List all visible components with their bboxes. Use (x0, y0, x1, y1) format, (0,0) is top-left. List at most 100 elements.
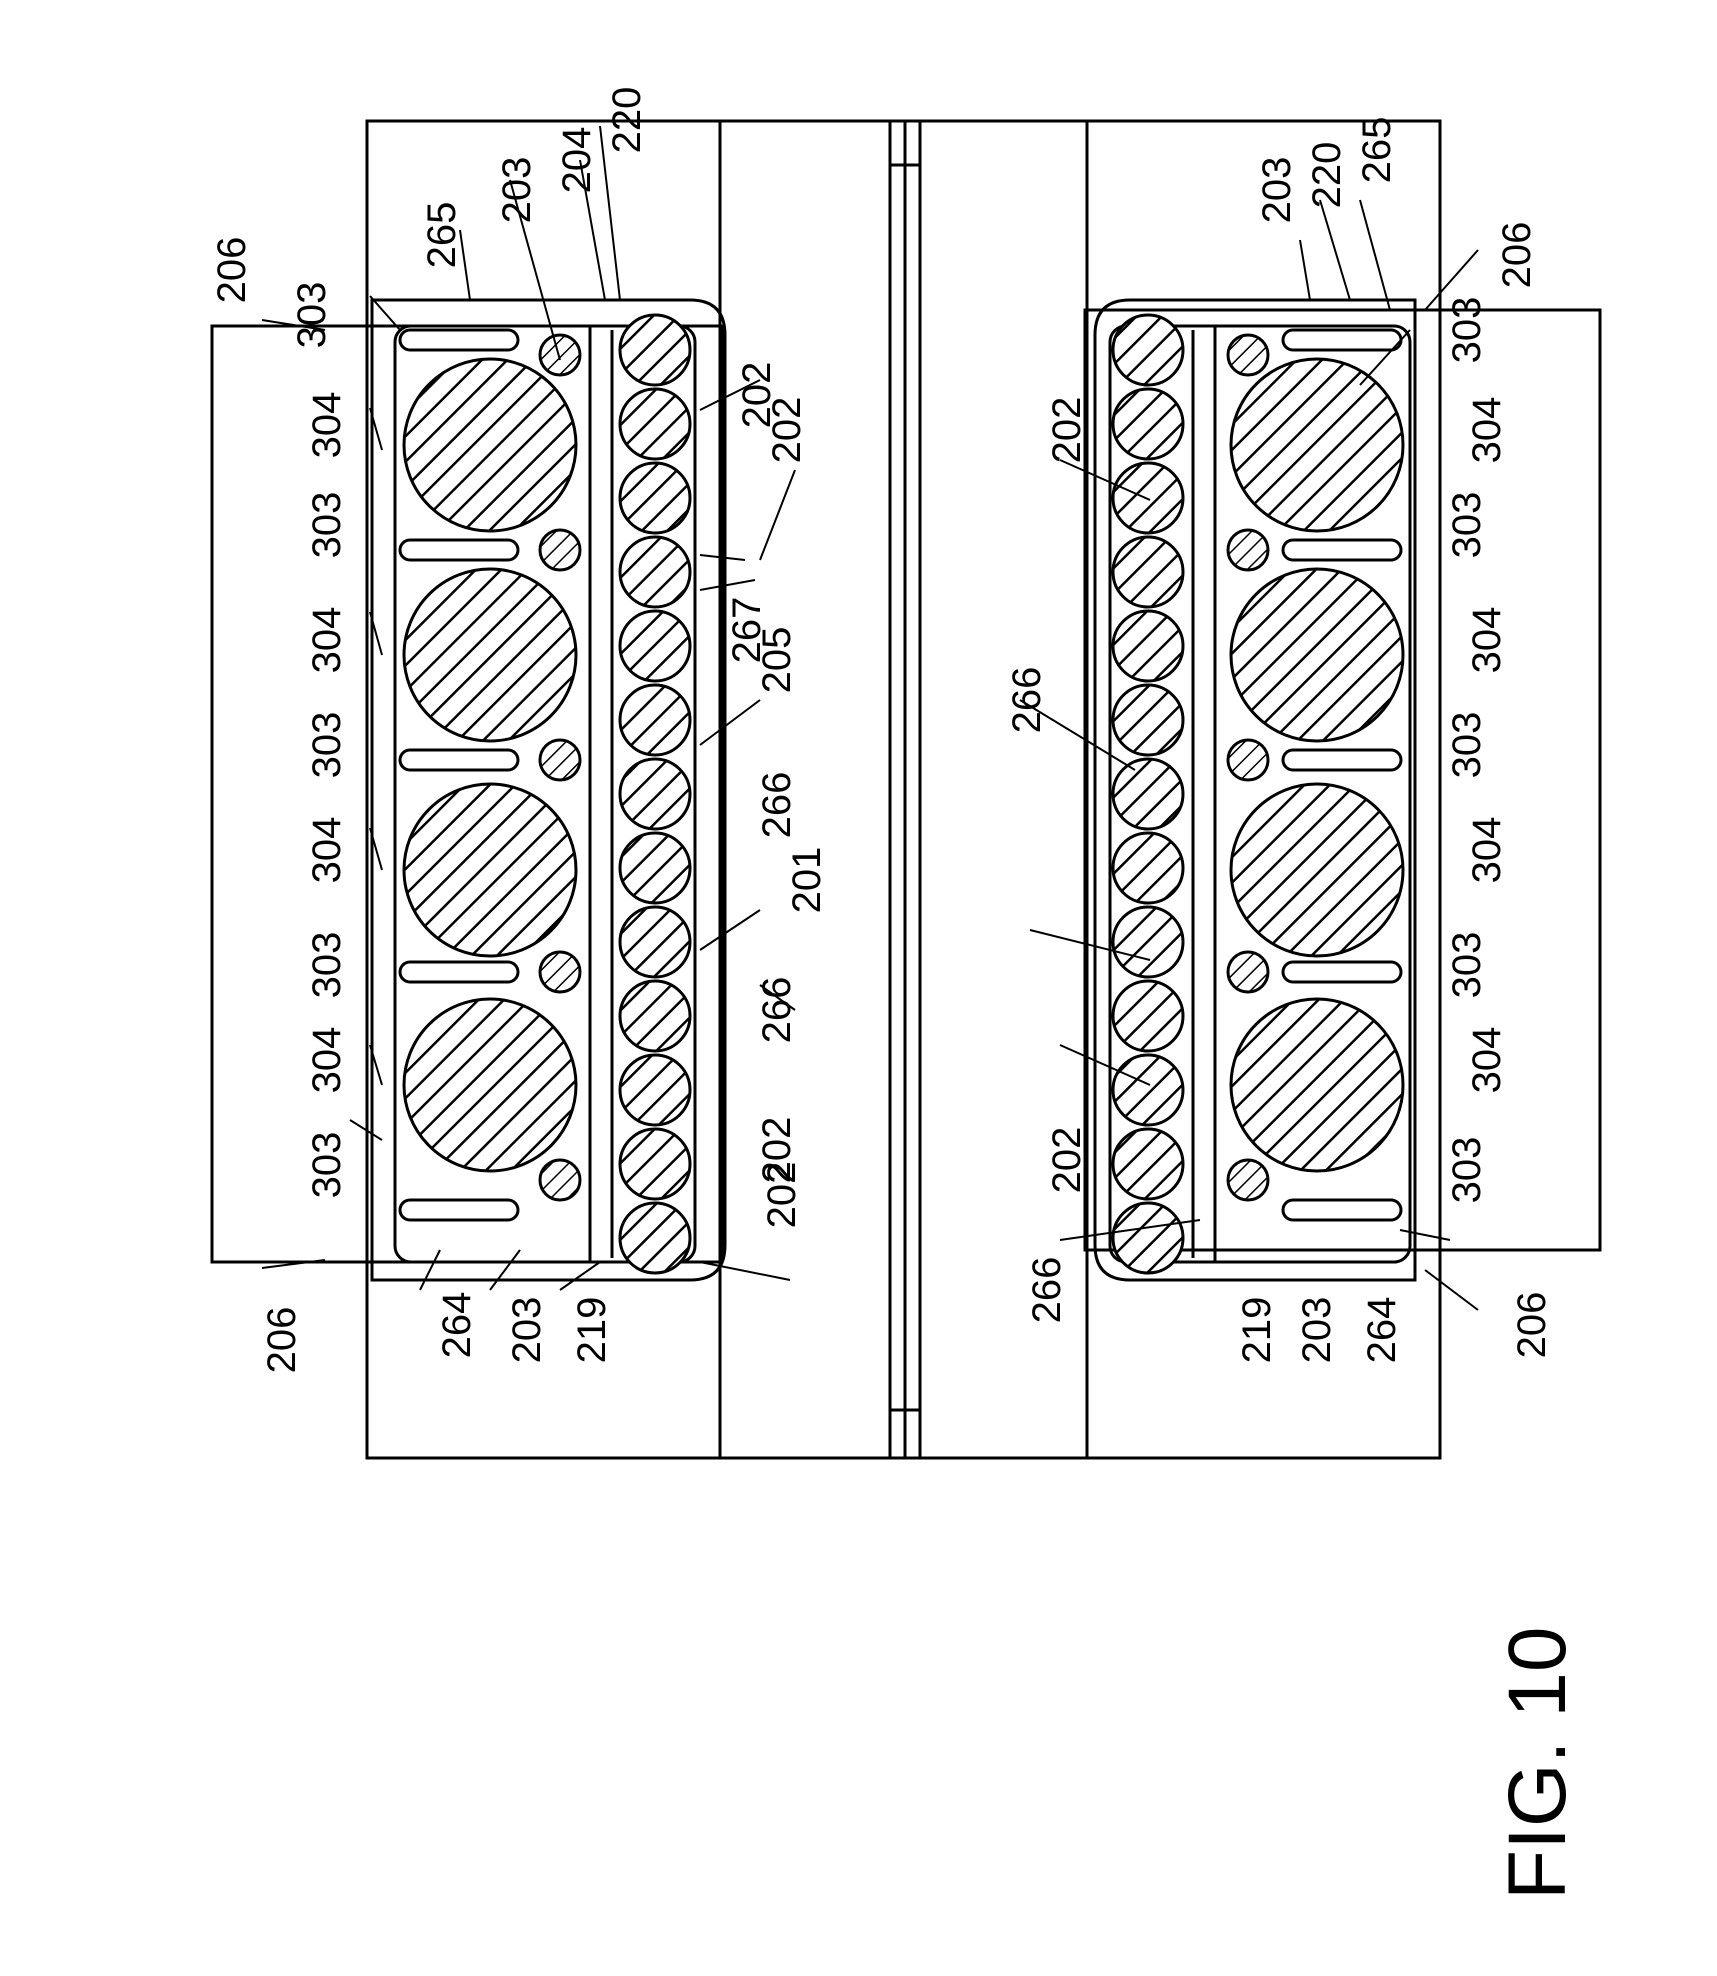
leader-line-15 (699, 379, 761, 411)
spacer-ball-top-4 (538, 950, 582, 994)
large-roller-bottom-2 (1229, 567, 1405, 743)
needle-roller-bottom-1 (1111, 313, 1185, 387)
separator-finger-bottom-3 (1281, 748, 1403, 772)
ref-label-264: 264 (435, 1292, 479, 1359)
ref-label-202f: 202 (1045, 1127, 1089, 1194)
needle-roller-bottom-8 (1111, 831, 1185, 905)
leader-line-29 (1299, 239, 1311, 301)
leader-line-14 (759, 984, 796, 1011)
needle-roller-bottom-11 (1111, 1053, 1185, 1127)
needle-roller-bottom-4 (1111, 535, 1185, 609)
needle-roller-top-12 (618, 1127, 692, 1201)
large-roller-bottom-1 (1229, 357, 1405, 533)
needle-roller-top-4 (618, 535, 692, 609)
ref-label-265b: 265 (1355, 117, 1399, 184)
ref-label-219: 219 (570, 1297, 614, 1364)
leader-line-17 (699, 579, 756, 591)
needle-roller-top-11 (618, 1053, 692, 1127)
ref-label-202c: 202 (755, 1117, 799, 1184)
ref-label-303c: 303 (305, 712, 349, 779)
needle-roller-top-13 (618, 1201, 692, 1275)
separator-finger-bottom-5 (1281, 1198, 1403, 1222)
ref-label-203c: 203 (1255, 157, 1299, 224)
large-roller-bottom-3 (1229, 782, 1405, 958)
leader-line-32 (1424, 249, 1479, 311)
ref-label-266d: 266 (1025, 1257, 1069, 1324)
leader-line-9 (459, 229, 471, 301)
leader-line-5 (369, 827, 383, 871)
ref-label-267: 267 (725, 597, 769, 664)
large-roller-top-3 (402, 782, 578, 958)
bearing-cage-bottom (1108, 324, 1412, 1264)
separator-finger-top-2 (398, 538, 520, 562)
ref-label-304a: 304 (305, 1027, 349, 1094)
spacer-ball-bottom-5 (1226, 1158, 1270, 1202)
ref-label-202e: 202 (1045, 397, 1089, 464)
ref-label-202a: 202 (765, 397, 809, 464)
leader-line-19 (699, 909, 761, 951)
needle-roller-bottom-12 (1111, 1127, 1185, 1201)
needle-roller-top-10 (618, 979, 692, 1053)
leader-line-35 (1359, 329, 1411, 386)
spacer-ball-bottom-3 (1226, 738, 1270, 782)
bearing-cage-top (393, 324, 697, 1264)
leader-line-16 (699, 554, 746, 561)
ref-label-304f: 304 (1465, 607, 1509, 674)
separator-finger-top-4 (398, 960, 520, 984)
spacer-ball-top-2 (538, 528, 582, 572)
needle-roller-top-5 (618, 609, 692, 683)
leader-line-4 (369, 611, 383, 656)
leader-line-2 (261, 319, 326, 331)
ref-label-266b: 266 (755, 977, 799, 1044)
spacer-ball-bottom-2 (1226, 528, 1270, 572)
needle-roller-bottom-5 (1111, 609, 1185, 683)
ref-label-303e: 303 (290, 282, 334, 349)
leader-line-24 (1059, 459, 1151, 501)
ring-flange-top (370, 298, 727, 1282)
leader-line-31 (1359, 199, 1391, 311)
ref-label-303f: 303 (1445, 297, 1489, 364)
needle-roller-top-3 (618, 461, 692, 535)
large-roller-bottom-4 (1229, 997, 1405, 1173)
ref-label-303g: 303 (1445, 492, 1489, 559)
leader-line-10 (509, 179, 561, 361)
leader-line-12 (599, 125, 621, 301)
leader-line-28 (1059, 1219, 1201, 1241)
leader-line-22 (489, 1249, 521, 1291)
ref-label-303j: 303 (1445, 1137, 1489, 1204)
needle-roller-top-9 (618, 905, 692, 979)
ref-label-201: 201 (785, 847, 829, 914)
ref-label-303d: 303 (305, 492, 349, 559)
spacer-ball-bottom-4 (1226, 950, 1270, 994)
spacer-ball-bottom-1 (1226, 333, 1270, 377)
needle-roller-top-7 (618, 757, 692, 831)
spacer-ball-top-5 (538, 1158, 582, 1202)
ref-label-203a: 203 (495, 157, 539, 224)
ref-label-206a: 206 (260, 1307, 304, 1374)
ref-label-266a: 266 (755, 772, 799, 839)
needle-roller-bottom-3 (1111, 461, 1185, 535)
ring-flange-bottom (1093, 298, 1417, 1282)
leader-line-6 (369, 1044, 383, 1086)
leader-line-23 (559, 1261, 601, 1291)
ref-label-204: 204 (555, 127, 599, 194)
ref-label-266c: 266 (1005, 667, 1049, 734)
load-plate-bottom (1083, 308, 1602, 1252)
leader-line-34 (1399, 1229, 1451, 1241)
separator-finger-top-5 (398, 1198, 520, 1222)
ref-label-304b: 304 (305, 817, 349, 884)
ref-label-304h: 304 (1465, 1027, 1509, 1094)
ref-label-304g: 304 (1465, 817, 1509, 884)
ref-label-205: 205 (755, 627, 799, 694)
ref-label-203d: 203 (1295, 1297, 1339, 1364)
leader-line-8 (369, 295, 401, 331)
leader-line-3 (369, 407, 383, 451)
separator-finger-bottom-2 (1281, 538, 1403, 562)
ref-label-265: 265 (420, 202, 464, 269)
large-roller-top-4 (402, 997, 578, 1173)
needle-roller-bottom-7 (1111, 757, 1185, 831)
ref-label-304e: 304 (1465, 397, 1509, 464)
spacer-ball-top-1 (538, 333, 582, 377)
leader-line-18 (699, 699, 761, 746)
separator-finger-bottom-4 (1281, 960, 1403, 984)
